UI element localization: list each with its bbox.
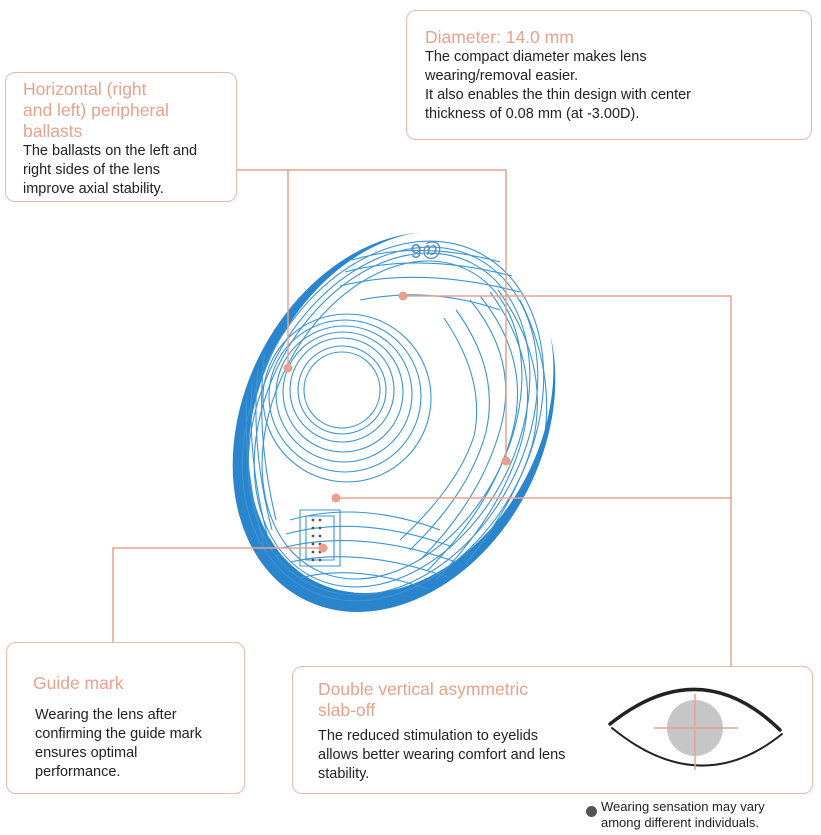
diameter-line: thickness of 0.08 mm (at -3.00D).	[425, 106, 640, 122]
ballasts-title: Horizontal (right and left) peripheral b…	[23, 79, 236, 142]
guide-body: Wearing the lens after confirming the gu…	[35, 706, 244, 782]
ballasts-callout: Horizontal (right and left) peripheral b…	[5, 72, 237, 202]
guide-line: performance.	[35, 764, 121, 780]
ballasts-body: The ballasts on the left and right sides…	[23, 142, 236, 199]
guide-callout: Guide mark Wearing the lens after confir…	[6, 642, 245, 794]
bullet-icon	[586, 806, 597, 817]
ballasts-line: right sides of the lens	[23, 162, 161, 178]
footnote-line: among different individuals.	[601, 815, 760, 830]
slaboff-leader	[403, 295, 732, 666]
slaboff-line: The reduced stimulation to eyelids	[318, 728, 539, 744]
footnote-line: Wearing sensation may vary	[601, 799, 765, 814]
ballasts-line: improve axial stability.	[23, 181, 164, 197]
leader-points	[283, 291, 511, 553]
ballasts-line: The ballasts on the left and	[23, 143, 198, 159]
ballast-leader-right	[288, 169, 507, 461]
footnote: Wearing sensation may vary among differe…	[586, 799, 816, 831]
diameter-line: It also enables the thin design with cen…	[425, 87, 691, 103]
slaboff-body: The reduced stimulation to eyelids allow…	[318, 727, 812, 784]
lens-face	[248, 231, 554, 593]
diameter-body: The compact diameter makes lens wearing/…	[425, 48, 811, 124]
guide-line: Wearing the lens after	[35, 707, 177, 723]
diameter-line: The compact diameter makes lens	[425, 49, 647, 65]
lens-contours	[241, 240, 548, 602]
slaboff-callout: Double vertical asymmetric slab-off The …	[292, 666, 813, 794]
slaboff-line: stability.	[318, 766, 370, 782]
guide-dots	[311, 518, 322, 562]
guide-line: confirming the guide mark	[35, 726, 202, 742]
diameter-callout: Diameter: 14.0 mm The compact diameter m…	[406, 10, 812, 140]
slaboff-title-line: Double vertical asymmetric	[318, 679, 529, 699]
contact-lens: @6	[232, 231, 556, 612]
diameter-title: Diameter: 14.0 mm	[425, 27, 574, 47]
slaboff-title-line: slab-off	[318, 700, 376, 720]
ballasts-title-line: and left) peripheral	[23, 100, 169, 120]
slaboff-title: Double vertical asymmetric slab-off	[318, 679, 812, 721]
ballasts-title-line: ballasts	[23, 121, 83, 141]
ballasts-title-line: Horizontal (right	[23, 79, 147, 99]
lens-engraving: @6	[411, 239, 442, 261]
leader-lines	[112, 169, 732, 666]
guide-title: Guide mark	[33, 673, 124, 693]
guide-line: ensures optimal	[35, 745, 138, 761]
slaboff-line: allows better wearing comfort and lens	[318, 747, 566, 763]
diameter-line: wearing/removal easier.	[425, 68, 579, 84]
guide-leader	[112, 547, 323, 642]
